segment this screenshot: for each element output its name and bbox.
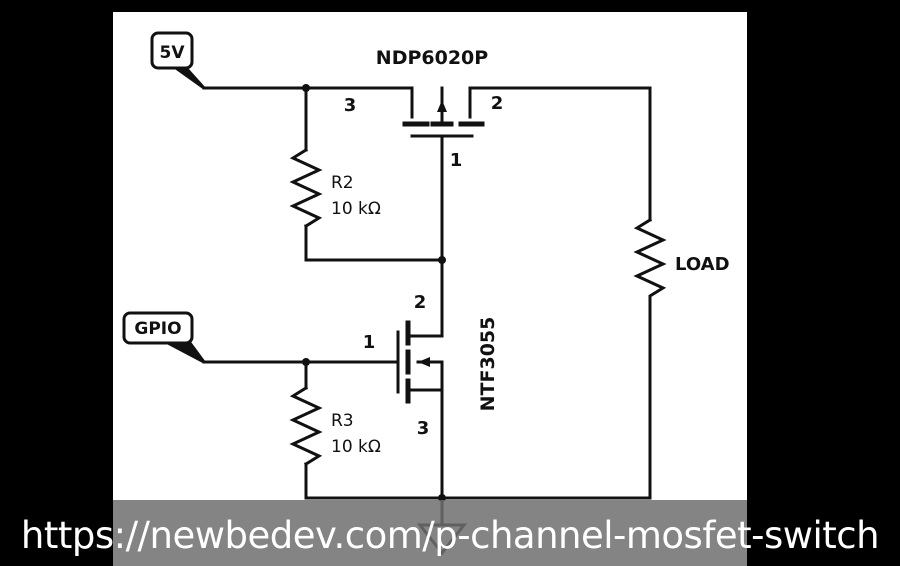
- q2-pin-gate: 1: [363, 332, 376, 353]
- load-label: LOAD: [675, 254, 730, 275]
- net-label-gpio-box: [122, 311, 194, 345]
- resistor-r3: [289, 385, 323, 467]
- resistor-load: [633, 217, 667, 302]
- resistor-r2: [289, 147, 323, 229]
- junction-r2-gate: [438, 256, 446, 264]
- schematic-canvas: [113, 12, 747, 566]
- junction-gpio-r3: [302, 358, 310, 366]
- r3-ref: R3: [331, 411, 354, 431]
- r2-value: 10 kΩ: [331, 199, 381, 219]
- q2-body-arrow: [418, 357, 430, 367]
- net-label-5v-box: [150, 31, 194, 70]
- q1-body-arrow: [437, 100, 447, 112]
- q1-part-label: NDP6020P: [376, 47, 488, 69]
- r3-value: 10 kΩ: [331, 437, 381, 457]
- q1-pin-gate: 1: [450, 150, 463, 171]
- q2-pin-source: 3: [417, 418, 430, 439]
- r2-ref: R2: [331, 173, 354, 193]
- q2-part-label: NTF3055: [477, 317, 499, 412]
- source-url-caption: https://newbedev.com/p-channel-mosfet-sw…: [20, 514, 880, 557]
- caption-overlay: [113, 500, 747, 566]
- net-label-gpio-pointer: [167, 341, 206, 364]
- q2-pin-drain: 2: [414, 292, 427, 313]
- q1-pin-source: 3: [344, 95, 357, 116]
- net-label-5v-pointer: [171, 66, 206, 90]
- junctions: [302, 84, 446, 502]
- junction-5v-r2: [302, 84, 310, 92]
- q1-pin-drain: 2: [491, 93, 504, 114]
- net-label-5v-text: 5V: [160, 43, 186, 63]
- net-label-gpio-text: GPIO: [134, 319, 181, 339]
